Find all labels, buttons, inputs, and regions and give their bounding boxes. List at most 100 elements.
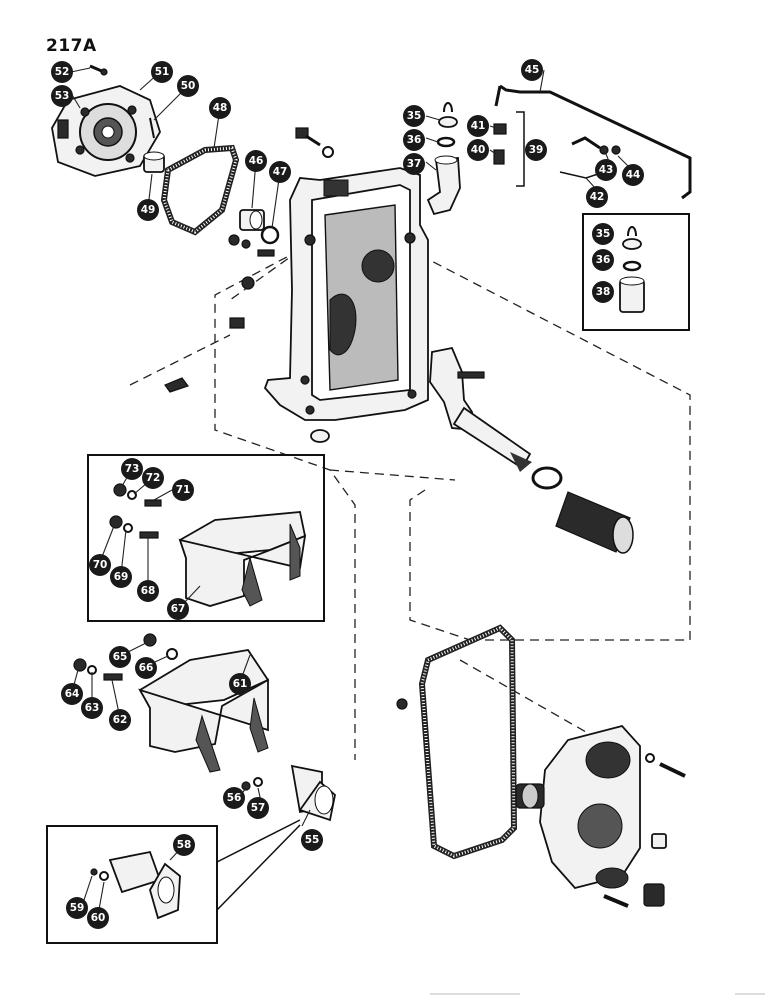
- svg-text:58: 58: [177, 839, 192, 851]
- callout-47: 47: [269, 161, 291, 183]
- callout-37: 37: [403, 153, 425, 175]
- svg-text:55: 55: [305, 834, 320, 846]
- svg-text:65: 65: [113, 651, 128, 663]
- svg-text:38: 38: [596, 286, 611, 298]
- svg-text:35: 35: [596, 228, 611, 240]
- svg-text:44: 44: [626, 169, 641, 181]
- callout-60: 60: [87, 907, 109, 929]
- svg-text:59: 59: [70, 902, 85, 914]
- plug-bottom: [310, 429, 330, 443]
- svg-text:61: 61: [233, 678, 248, 690]
- callout-46: 46: [245, 150, 267, 172]
- callout-38: 38: [592, 281, 614, 303]
- rod-45: [494, 84, 692, 200]
- svg-text:36: 36: [596, 254, 611, 266]
- bushing-49: [143, 151, 165, 173]
- svg-text:56: 56: [227, 792, 242, 804]
- assembly-dashed-outlines: [129, 249, 691, 760]
- callout-45: 45: [521, 59, 543, 81]
- callout-63: 63: [81, 697, 103, 719]
- callout-55: 55: [301, 829, 323, 851]
- cover-61: [138, 649, 270, 773]
- callout-58: 58: [173, 834, 195, 856]
- svg-text:50: 50: [181, 80, 196, 92]
- callout-70: 70: [89, 554, 111, 576]
- callout-40: 40: [467, 139, 489, 161]
- svg-text:70: 70: [93, 559, 108, 571]
- svg-text:52: 52: [55, 66, 70, 78]
- svg-text:62: 62: [113, 714, 128, 726]
- callout-52: 52: [51, 61, 73, 83]
- callout-36b: 36: [592, 249, 614, 271]
- svg-text:71: 71: [176, 484, 191, 496]
- svg-text:66: 66: [139, 662, 154, 674]
- rear-gasket: [396, 624, 518, 860]
- hardware-68-73: [109, 483, 162, 539]
- svg-text:64: 64: [65, 688, 80, 700]
- svg-text:46: 46: [249, 155, 264, 167]
- elbow-37: [426, 155, 461, 216]
- main-housing: [263, 167, 429, 421]
- pump-assembly: [51, 85, 161, 177]
- callout-68: 68: [137, 580, 159, 602]
- callout-42: 42: [586, 186, 608, 208]
- callout-51: 51: [151, 61, 173, 83]
- svg-text:39: 39: [529, 144, 544, 156]
- svg-text:68: 68: [141, 585, 156, 597]
- breather-35: [438, 102, 458, 128]
- inset-pointer: [216, 819, 301, 911]
- callout-59: 59: [66, 897, 88, 919]
- callout-35b: 35: [592, 223, 614, 245]
- callout-53: 53: [51, 85, 73, 107]
- sleeve-55: [241, 764, 336, 822]
- svg-text:37: 37: [407, 158, 422, 170]
- inset-box-breather: [582, 213, 690, 331]
- inset-box-cover: [87, 454, 325, 622]
- callout-64: 64: [61, 683, 83, 705]
- svg-text:73: 73: [125, 463, 140, 475]
- bushing-46: [239, 209, 265, 231]
- callout-57: 57: [247, 797, 269, 819]
- cover-67: [178, 511, 307, 607]
- fitting-left: [164, 377, 189, 393]
- callout-41: 41: [467, 115, 489, 137]
- svg-text:47: 47: [273, 166, 288, 178]
- callout-62: 62: [109, 709, 131, 731]
- clamp-ring: [531, 466, 563, 490]
- svg-text:35: 35: [407, 110, 422, 122]
- pin-50: [149, 117, 155, 139]
- oring-36: [436, 136, 456, 148]
- callout-44: 44: [622, 164, 644, 186]
- shift-shaft: [429, 346, 532, 472]
- sleeve-58: [90, 850, 181, 920]
- callout-69: 69: [110, 566, 132, 588]
- svg-text:42: 42: [590, 191, 605, 203]
- svg-text:40: 40: [471, 144, 486, 156]
- sleeve-roller: [555, 491, 634, 554]
- callout-65: 65: [109, 646, 131, 668]
- callout-61: 61: [229, 673, 251, 695]
- gasket-48: [160, 144, 240, 236]
- callout-72: 72: [142, 467, 164, 489]
- svg-text:51: 51: [155, 66, 170, 78]
- callout-50: 50: [177, 75, 199, 97]
- svg-text:63: 63: [85, 702, 100, 714]
- page-code: 217A: [46, 36, 97, 56]
- svg-text:57: 57: [251, 802, 266, 814]
- callout-43: 43: [595, 159, 617, 181]
- callout-49: 49: [137, 199, 159, 221]
- inset-breather-parts: [619, 226, 645, 313]
- svg-text:60: 60: [91, 912, 106, 924]
- callout-36a: 36: [403, 129, 425, 151]
- svg-text:43: 43: [599, 164, 614, 176]
- screw-52: [89, 64, 108, 76]
- oring-47: [260, 225, 280, 245]
- callout-66: 66: [135, 657, 157, 679]
- svg-text:48: 48: [213, 102, 228, 114]
- bolt-top: [295, 127, 334, 158]
- callout-56: 56: [223, 787, 245, 809]
- fittings-39: [493, 111, 525, 187]
- callout-73: 73: [121, 458, 143, 480]
- svg-text:41: 41: [471, 120, 486, 132]
